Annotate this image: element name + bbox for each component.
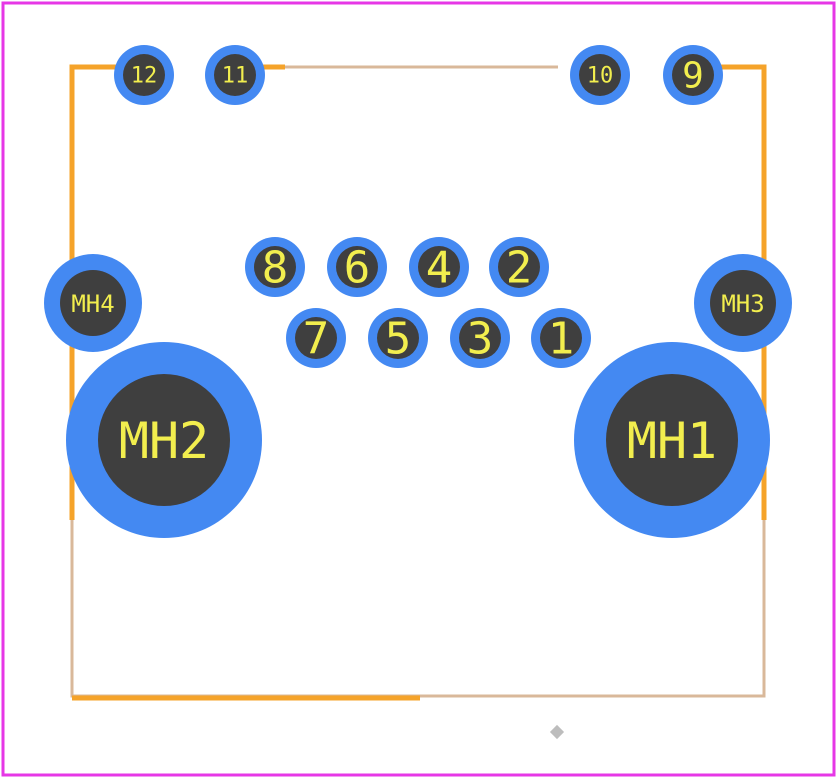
pad-6: 6 [327, 237, 387, 297]
pad-mh4-drill-hole [60, 270, 126, 336]
pad-10-label: 10 [587, 64, 614, 89]
pad-mh2: MH2 [66, 342, 262, 538]
origin-marker-icon [549, 724, 565, 740]
pad-8-label: 8 [262, 243, 289, 294]
pad-4: 4 [409, 237, 469, 297]
pad-mh3-label: MH3 [721, 290, 764, 318]
pad-12-drill-hole [123, 54, 165, 96]
pad-1-label: 1 [548, 314, 575, 365]
pad-5-label: 5 [385, 314, 412, 365]
pad-4-drill-hole [418, 246, 460, 288]
pad-10-drill-hole [579, 54, 621, 96]
pad-7-label: 7 [303, 314, 330, 365]
pad-mh1-label: MH1 [627, 412, 717, 470]
pad-mh4: MH4 [44, 254, 142, 352]
pad-1-drill-hole [540, 317, 582, 359]
pad-2-label: 2 [506, 243, 533, 294]
pad-mh2-drill-hole [98, 374, 230, 506]
pad-mh3-drill-hole [710, 270, 776, 336]
pad-3: 3 [450, 308, 510, 368]
pad-6-drill-hole [336, 246, 378, 288]
pad-2: 2 [489, 237, 549, 297]
pad-9-drill-hole [672, 54, 714, 96]
pad-11: 11 [205, 45, 265, 105]
pad-9: 9 [663, 45, 723, 105]
pad-8: 8 [245, 237, 305, 297]
pad-mh2-label: MH2 [119, 412, 209, 470]
pad-11-drill-hole [214, 54, 256, 96]
pad-mh1-drill-hole [606, 374, 738, 506]
pad-12-label: 12 [131, 64, 158, 89]
pad-7: 7 [286, 308, 346, 368]
pad-2-drill-hole [498, 246, 540, 288]
pad-mh1: MH1 [574, 342, 770, 538]
pad-1: 1 [531, 308, 591, 368]
pad-11-label: 11 [222, 64, 249, 89]
pad-6-label: 6 [344, 243, 371, 294]
pad-9-label: 9 [682, 56, 704, 97]
pad-3-label: 3 [467, 314, 494, 365]
pad-3-drill-hole [459, 317, 501, 359]
pad-5: 5 [368, 308, 428, 368]
pad-10: 10 [570, 45, 630, 105]
pad-mh3: MH3 [694, 254, 792, 352]
silkscreen-outline [69, 64, 767, 701]
pad-5-drill-hole [377, 317, 419, 359]
pad-mh4-label: MH4 [71, 290, 114, 318]
pad-8-drill-hole [254, 246, 296, 288]
pad-7-drill-hole [295, 317, 337, 359]
pad-12: 12 [114, 45, 174, 105]
pad-4-label: 4 [426, 243, 453, 294]
